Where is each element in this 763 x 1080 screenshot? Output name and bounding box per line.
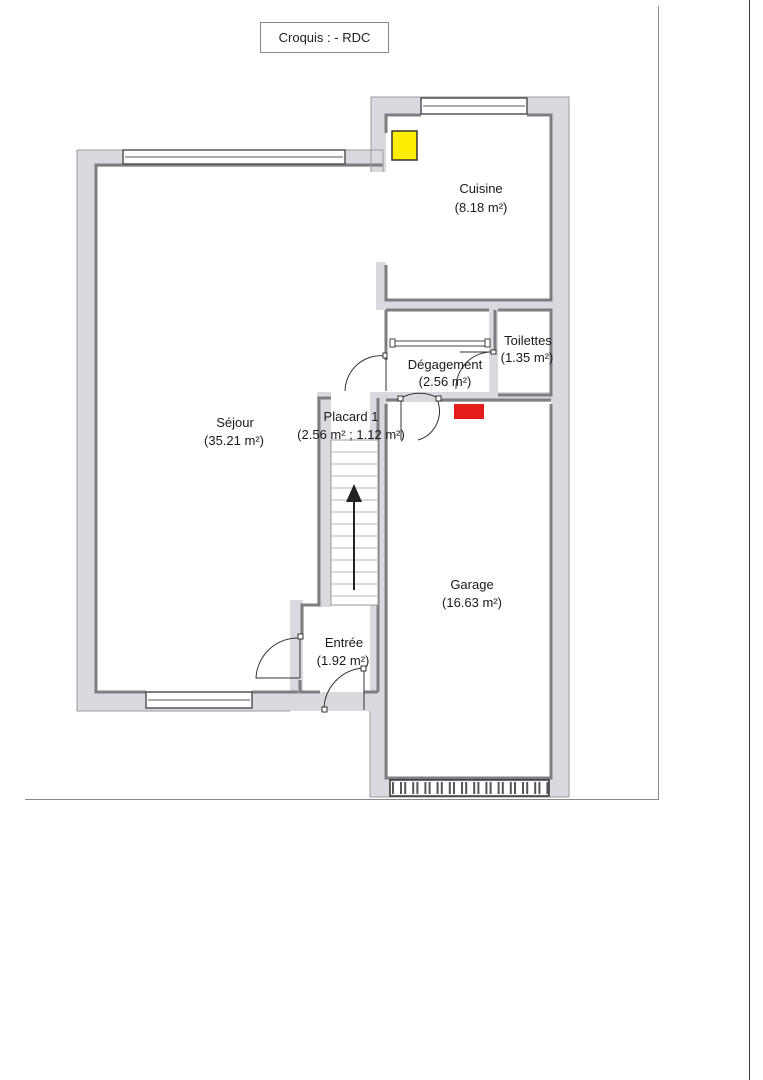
garage-door-slat [400,782,402,794]
garage-door-slat [509,782,512,794]
garage-door-slat [453,782,455,794]
garage-door-slat [465,782,468,794]
garage-door-slat [436,782,439,794]
stairs [330,439,379,606]
wall-lines [94,113,553,780]
area-sejour: (35.21 m²) [204,433,264,448]
wall-kitchen-inner [376,262,386,310]
wall-mid [376,392,569,402]
garage-door-slat [440,782,443,794]
room-labels: Cuisine (8.18 m²) Toilettes (1.35 m²) Dé… [204,181,553,668]
garage-door-slat [497,782,500,794]
garage-door-slat [526,782,529,794]
garage-door-slat [546,782,549,794]
area-degagement: (2.56 m²) [419,374,472,389]
garage-door-slat [416,782,419,794]
sejour-inner-outline [94,163,345,694]
door-degagement [344,355,387,392]
garage-door-slat [477,782,480,794]
toilet-outline [498,308,553,397]
garage-door-slat [522,782,524,794]
area-entree: (1.92 m²) [317,653,370,668]
boiler-icon [391,130,418,161]
garage-door-slat [485,782,488,794]
label-garage: Garage [450,577,493,592]
garage-door-slat [428,782,431,794]
wall-sejour-west [77,150,96,711]
door-placard [400,392,439,440]
doors [255,349,497,713]
kitchen-outline-2 [384,113,553,302]
page-frame [25,6,659,800]
wall-entry-south [290,692,388,711]
label-placard: Placard 1 [324,409,379,424]
area-toilettes: (1.35 m²) [501,350,554,365]
label-sejour: Séjour [216,415,254,430]
stair-arrow-icon [346,484,362,502]
garage-door-slat [412,782,415,794]
scan-edge-line [749,0,750,1080]
garage-door-slat [501,782,504,794]
garage-door-slat [514,782,516,794]
label-cuisine: Cuisine [459,181,502,196]
stair-west-line [300,396,331,638]
electric-panel-icon [454,404,484,419]
garage-door-slat [448,782,451,794]
garage-door-slat [473,782,476,794]
door-sejour [255,637,301,679]
garage-door-slat [461,782,463,794]
door-toilettes [455,351,496,390]
area-cuisine: (8.18 m²) [455,200,508,215]
garage-door-slat [392,782,394,794]
area-garage: (16.63 m²) [442,595,502,610]
garage-door-slat [404,782,407,794]
garage-door-slat [534,782,537,794]
label-degagement: Dégagement [408,357,483,372]
garage-door [389,779,550,797]
sliding-door [389,338,491,348]
label-entree: Entrée [325,635,363,650]
entry-outline [298,680,320,694]
door-placard-b [417,398,440,441]
garage-door-slat [489,782,492,794]
windows [122,97,528,709]
wall-east [551,97,569,797]
kitchen-outline [384,113,421,133]
wall-hall-north [376,300,551,310]
page-title: Croquis : - RDC [260,22,389,53]
area-placard: (2.56 m² ; 1.12 m²) [297,427,405,442]
garage-door-slat [538,782,541,794]
garage-door-slat [424,782,427,794]
wall-kitchen-west [371,97,386,172]
door-entree [323,667,365,711]
label-toilettes: Toilettes [504,333,552,348]
